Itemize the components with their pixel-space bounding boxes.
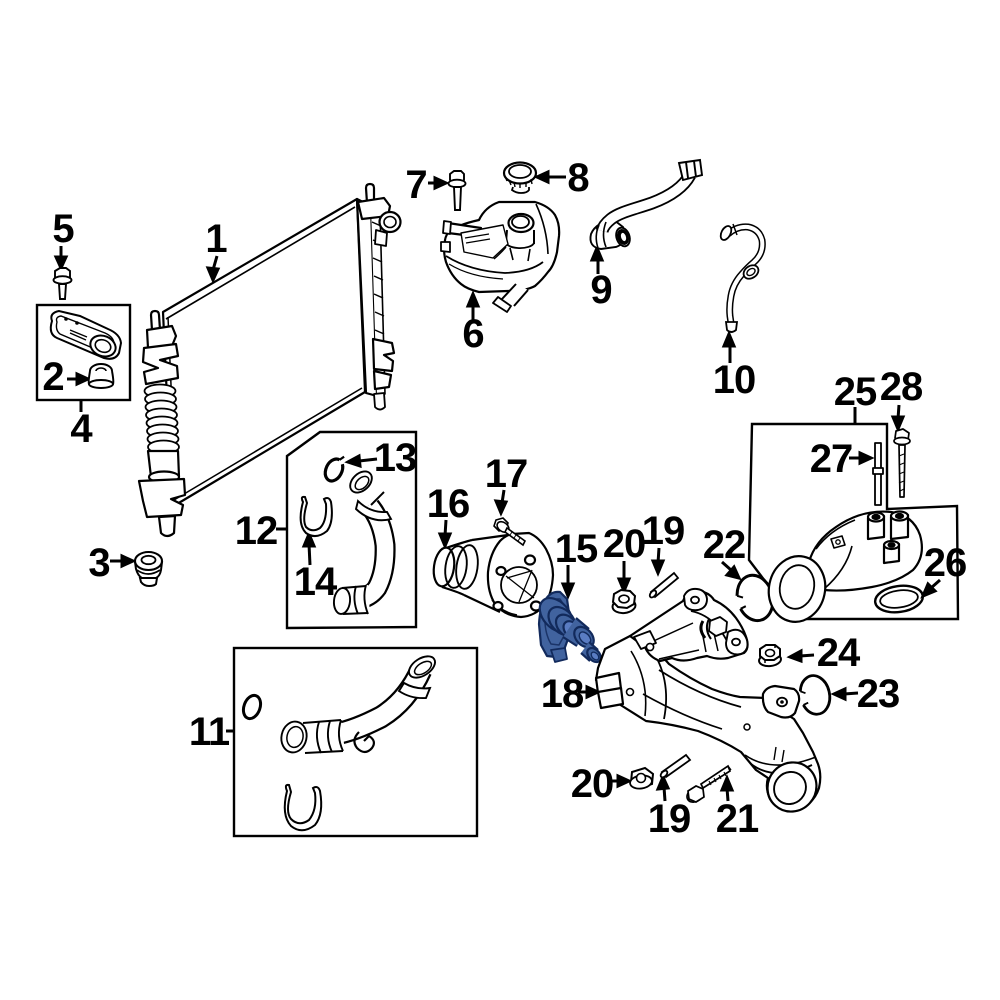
svg-text:16: 16 — [427, 482, 470, 526]
svg-text:5: 5 — [52, 207, 74, 251]
svg-text:20: 20 — [571, 762, 614, 806]
svg-text:18: 18 — [541, 672, 584, 716]
svg-text:15: 15 — [555, 527, 598, 571]
svg-text:14: 14 — [294, 560, 338, 604]
svg-text:10: 10 — [713, 358, 756, 402]
svg-text:13: 13 — [374, 436, 417, 480]
svg-text:20: 20 — [603, 522, 646, 566]
svg-text:8: 8 — [567, 156, 589, 200]
svg-text:12: 12 — [235, 509, 278, 553]
svg-text:27: 27 — [810, 437, 853, 481]
svg-text:28: 28 — [880, 365, 923, 409]
svg-text:19: 19 — [648, 797, 691, 841]
svg-text:7: 7 — [405, 163, 426, 207]
svg-text:2: 2 — [42, 355, 63, 399]
svg-text:17: 17 — [485, 452, 528, 496]
svg-text:4: 4 — [70, 407, 93, 451]
svg-text:1: 1 — [205, 217, 227, 261]
svg-text:24: 24 — [817, 631, 861, 675]
svg-text:26: 26 — [924, 541, 967, 585]
svg-text:11: 11 — [189, 710, 230, 754]
svg-text:9: 9 — [590, 268, 611, 312]
svg-text:23: 23 — [857, 672, 900, 716]
svg-text:6: 6 — [462, 312, 483, 356]
svg-text:25: 25 — [834, 370, 877, 414]
svg-text:21: 21 — [716, 797, 759, 841]
svg-text:3: 3 — [88, 541, 109, 585]
svg-text:22: 22 — [703, 523, 746, 567]
svg-text:19: 19 — [642, 509, 685, 553]
